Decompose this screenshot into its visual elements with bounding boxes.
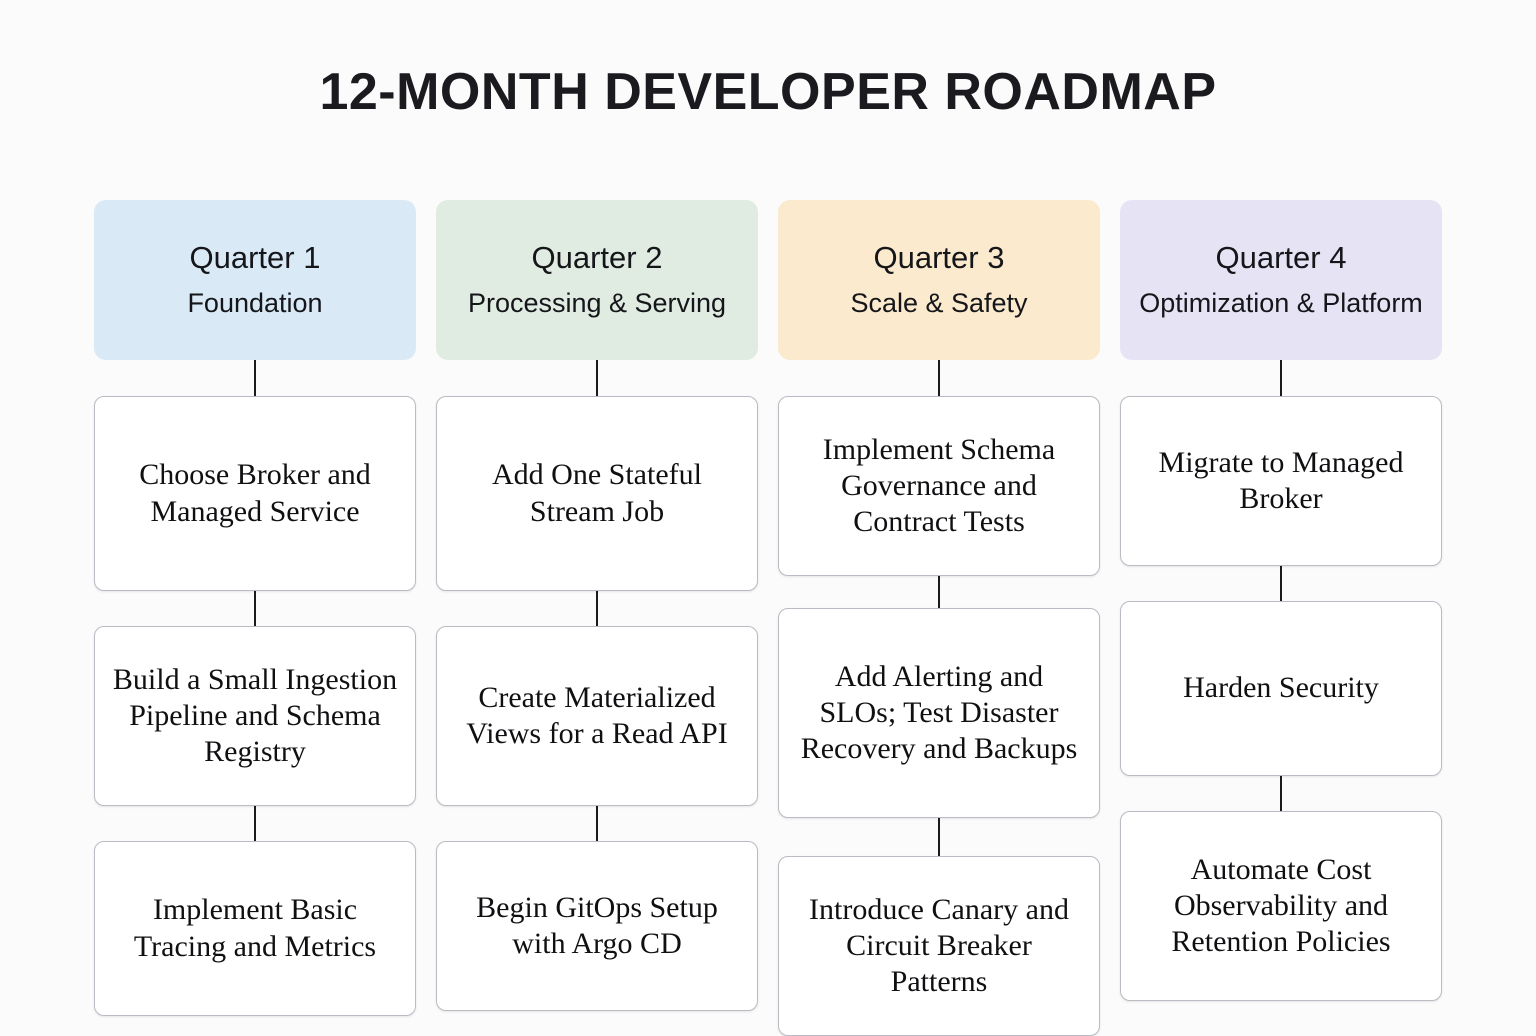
task-label: Begin GitOps Setup with Argo CD — [476, 890, 718, 960]
quarter-title: Quarter 2 — [531, 239, 663, 275]
connector-line — [1280, 566, 1282, 601]
connector-line — [254, 360, 256, 396]
task-label: Automate Cost Observability and Retentio… — [1171, 852, 1391, 959]
task-label: Add One Stateful Stream Job — [492, 458, 702, 528]
task-card[interactable]: Harden Security — [1120, 601, 1442, 776]
task-label: Implement Basic Tracing and Metrics — [133, 893, 377, 963]
quarter-subtitle: Foundation — [187, 288, 323, 319]
quarter-title: Quarter 1 — [189, 239, 321, 275]
task-label: Harden Security — [1183, 671, 1379, 705]
connector-line — [938, 360, 940, 396]
task-label: Add Alerting and SLOs; Test Disaster Rec… — [800, 659, 1078, 766]
connector-line — [938, 818, 940, 856]
task-card[interactable]: Begin GitOps Setup with Argo CD — [436, 841, 758, 1011]
page-title: 12-Month Developer Roadmap — [319, 63, 1217, 121]
task-card[interactable]: Add One Stateful Stream Job — [436, 396, 758, 591]
quarter-header-1[interactable]: Quarter 1 Foundation — [94, 200, 416, 360]
task-label: Build a Small Ingestion Pipeline and Sch… — [112, 662, 398, 769]
task-label: Introduce Canary and Circuit Breaker Pat… — [809, 892, 1069, 999]
quarter-subtitle: Scale & Safety — [850, 288, 1028, 319]
task-card[interactable]: Build a Small Ingestion Pipeline and Sch… — [94, 626, 416, 806]
connector-line — [938, 576, 940, 608]
connector-line — [596, 360, 598, 396]
connector-line — [596, 806, 598, 841]
connector-line — [254, 806, 256, 841]
task-label: Implement Schema Governance and Contract… — [822, 432, 1056, 539]
task-card[interactable]: Choose Broker and Managed Service — [94, 396, 416, 591]
task-card[interactable]: Migrate to Managed Broker — [1120, 396, 1442, 566]
task-label: Migrate to Managed Broker — [1158, 445, 1404, 515]
connector-line — [1280, 360, 1282, 396]
quarter-title: Quarter 3 — [873, 239, 1005, 275]
quarter-header-2[interactable]: Quarter 2 Processing & Serving — [436, 200, 758, 360]
quarter-subtitle: Processing & Serving — [467, 288, 727, 319]
connector-line — [254, 591, 256, 626]
task-card[interactable]: Automate Cost Observability and Retentio… — [1120, 811, 1442, 1001]
connector-line — [1280, 776, 1282, 811]
quarter-subtitle: Optimization & Platform — [1139, 288, 1423, 319]
quarter-title: Quarter 4 — [1215, 239, 1347, 275]
task-card[interactable]: Implement Basic Tracing and Metrics — [94, 841, 416, 1016]
connector-line — [596, 591, 598, 626]
task-card[interactable]: Implement Schema Governance and Contract… — [778, 396, 1100, 576]
task-card[interactable]: Create Materialized Views for a Read API — [436, 626, 758, 806]
task-label: Choose Broker and Managed Service — [139, 458, 371, 528]
task-card[interactable]: Introduce Canary and Circuit Breaker Pat… — [778, 856, 1100, 1036]
task-card[interactable]: Add Alerting and SLOs; Test Disaster Rec… — [778, 608, 1100, 818]
quarter-header-4[interactable]: Quarter 4 Optimization & Platform — [1120, 200, 1442, 360]
task-label: Create Materialized Views for a Read API — [466, 680, 728, 750]
quarter-header-3[interactable]: Quarter 3 Scale & Safety — [778, 200, 1100, 360]
